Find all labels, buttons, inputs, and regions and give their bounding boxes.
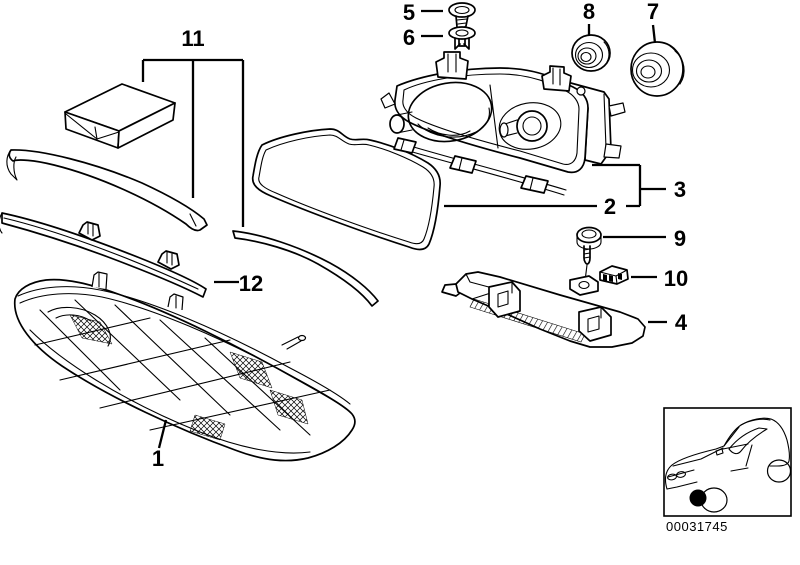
callout-8[interactable]: 8 xyxy=(583,0,595,24)
vehicle-thumbnail: 00031745 xyxy=(663,407,792,534)
callout-6[interactable]: 6 xyxy=(403,25,415,50)
callout-leader-lines xyxy=(141,9,667,449)
headlight-lens-drawing xyxy=(13,271,356,462)
gasket-seal-drawing xyxy=(251,128,441,251)
headlight-position-dot xyxy=(689,489,707,507)
callout-5[interactable]: 5 xyxy=(403,0,415,25)
small-cap-drawing xyxy=(571,34,611,72)
callout-11[interactable]: 11 xyxy=(181,26,204,51)
callout-9[interactable]: 9 xyxy=(674,226,686,251)
callout-7[interactable]: 7 xyxy=(647,0,659,24)
trim-strip-short-drawing xyxy=(232,230,379,307)
callout-1[interactable]: 1 xyxy=(152,446,164,471)
callout-4[interactable]: 4 xyxy=(675,310,688,335)
trim-strip-upper-drawing xyxy=(6,149,208,232)
headlight-housing-drawing xyxy=(380,51,626,196)
clip-nut-drawing xyxy=(599,265,629,285)
vehicle-thumbnail-frame xyxy=(663,407,792,517)
self-tapping-screw-drawing xyxy=(576,226,602,282)
callout-12[interactable]: 12 xyxy=(239,271,263,296)
expanding-rivet-drawing xyxy=(448,26,476,50)
callout-2[interactable]: 2 xyxy=(604,194,616,219)
callout-3[interactable]: 3 xyxy=(674,177,686,202)
callout-labels: 1 2 3 4 5 6 7 8 9 10 11 12 xyxy=(152,0,688,471)
large-cap-drawing xyxy=(630,41,685,97)
sedan-front-three-quarter-icon xyxy=(664,417,792,513)
mounting-bracket-drawing xyxy=(441,271,646,348)
callout-10[interactable]: 10 xyxy=(664,266,688,291)
cover-strip-with-clips-drawing xyxy=(0,212,207,298)
image-id: 00031745 xyxy=(666,519,728,534)
repair-kit-box-drawing xyxy=(64,83,176,149)
